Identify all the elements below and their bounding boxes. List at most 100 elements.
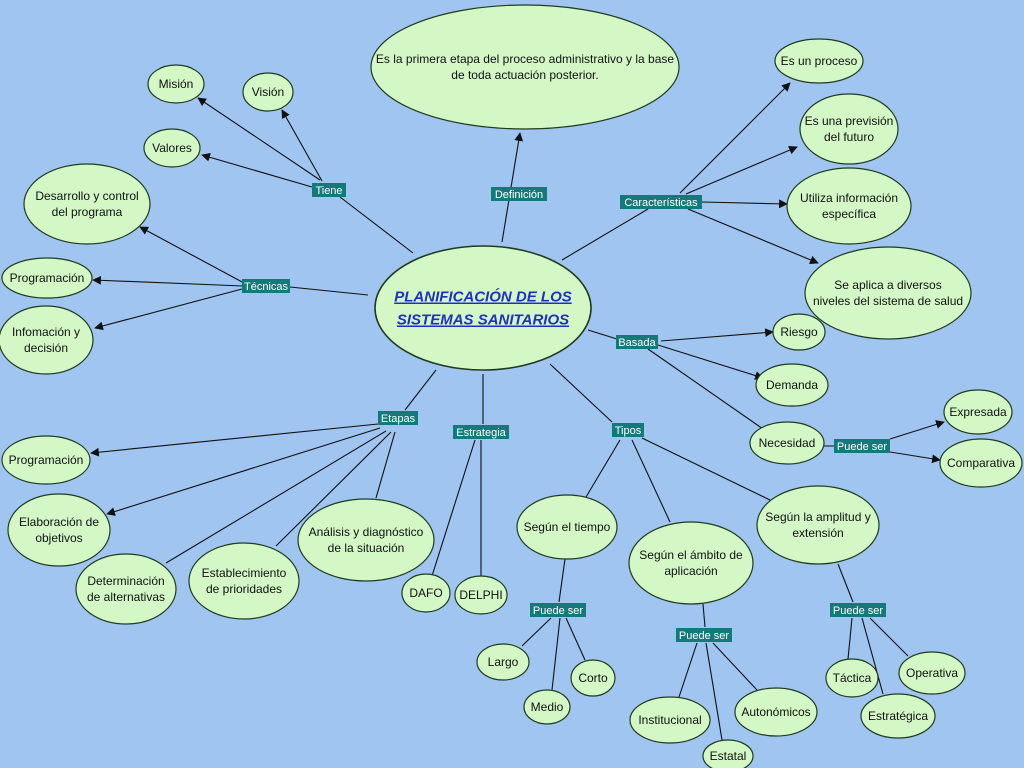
- link-label-box: [453, 425, 509, 439]
- link-label-box: [834, 439, 890, 453]
- node-segun-tiempo: Según el tiempo: [516, 494, 618, 560]
- node-label-line-1: Comparativa: [947, 456, 1015, 470]
- connector-32: [631, 439, 671, 523]
- node-shape: [860, 693, 936, 739]
- node-expresada: Expresada: [943, 389, 1013, 435]
- node-label-line-2: del futuro: [824, 130, 874, 144]
- node-label-line-1: Institucional: [638, 713, 701, 727]
- link-label-text: Características: [624, 197, 698, 209]
- node-shape: [570, 659, 616, 697]
- node-es-proceso: Es un proceso: [774, 38, 864, 84]
- node-institucional: Institucional: [629, 696, 711, 744]
- node-label-line-1: Valores: [152, 141, 192, 155]
- node-shape: [1, 435, 91, 485]
- link-label-text: Tiene: [315, 185, 342, 197]
- node-shape: [939, 438, 1023, 488]
- connector-6: [679, 82, 791, 194]
- link-label-text: Puede ser: [833, 605, 883, 617]
- node-shape: [943, 389, 1013, 435]
- node-label-line-1: DELPHI: [459, 588, 502, 602]
- node-shape: [749, 421, 825, 465]
- link-label-text: Tipos: [615, 425, 642, 437]
- node-programacion-tec: Programación: [1, 257, 93, 299]
- node-shape: [804, 246, 972, 340]
- link-label-basada: Basada: [616, 335, 658, 349]
- node-label-line-1: Expresada: [949, 405, 1007, 419]
- node-label-line-1: Estatal: [710, 749, 747, 763]
- node-label-line-1: Riesgo: [780, 325, 818, 339]
- connector-25: [275, 431, 392, 547]
- node-shape: [7, 493, 111, 567]
- node-shape: [799, 93, 899, 165]
- node-corto: Corto: [570, 659, 616, 697]
- connector-28: [431, 439, 476, 577]
- node-label-line-1: Es una previsión: [805, 114, 894, 128]
- connector-10: [289, 286, 369, 296]
- link-label-caracteristicas: Características: [620, 195, 702, 209]
- node-delphi: DELPHI: [454, 575, 508, 615]
- node-label-line-2: SISTEMAS SANITARIOS: [397, 312, 569, 329]
- node-shape: [188, 542, 300, 620]
- node-shape: [370, 4, 680, 130]
- link-label-text: Puede ser: [837, 441, 887, 453]
- node-label-line-1: Análisis y diagnóstico: [309, 525, 424, 539]
- connector-5: [561, 208, 649, 261]
- connector-39: [678, 642, 698, 698]
- node-label-line-1: Medio: [531, 700, 564, 714]
- node-riesgo: Riesgo: [772, 313, 826, 351]
- node-label-line-2: específica: [822, 207, 876, 221]
- connector-19: [889, 420, 945, 440]
- connector-37: [565, 617, 586, 661]
- connector-13: [94, 288, 243, 331]
- connector-11: [139, 226, 245, 284]
- node-autonomicos: Autonómicos: [734, 687, 818, 737]
- node-valores: Valores: [143, 128, 201, 168]
- connector-20: [889, 451, 941, 464]
- node-shape: [756, 485, 880, 565]
- connector-lines: [90, 82, 945, 741]
- node-label-line-1: Largo: [488, 655, 519, 669]
- node-shape: [786, 167, 912, 245]
- connector-34: [558, 558, 566, 603]
- connector-2: [281, 109, 323, 182]
- connector-35: [521, 617, 552, 647]
- node-label-line-1: Corto: [578, 671, 608, 685]
- node-operativa: Operativa: [898, 651, 966, 695]
- node-shape: [523, 689, 571, 725]
- link-label-tipos: Tipos: [612, 423, 644, 437]
- link-label-tiene: Tiene: [312, 183, 346, 197]
- link-label-text: Técnicas: [244, 281, 289, 293]
- node-shape: [772, 313, 826, 351]
- node-label-line-1: Necesidad: [759, 436, 816, 450]
- connector-14: [587, 329, 618, 340]
- node-label-line-1: Operativa: [906, 666, 958, 680]
- node-vision: Visión: [242, 72, 294, 112]
- node-estrategica: Estratégica: [860, 693, 936, 739]
- connector-7: [685, 146, 798, 195]
- node-label-line-1: Desarrollo y control: [35, 189, 138, 203]
- node-label-line-1: Infomación y: [12, 325, 80, 339]
- node-shape: [297, 498, 435, 582]
- node-label-line-1: DAFO: [409, 586, 442, 600]
- link-label-puede-ser-necesidad: Puede ser: [834, 439, 890, 453]
- link-label-definicion: Definición: [491, 187, 547, 201]
- node-label-line-2: aplicación: [664, 564, 717, 578]
- link-label-box: [312, 183, 346, 197]
- node-dafo: DAFO: [401, 573, 451, 613]
- link-label-puede-ser-ambito: Puede ser: [676, 628, 732, 642]
- node-shape: [516, 494, 618, 560]
- link-label-box: [620, 195, 702, 209]
- link-label-box: [676, 628, 732, 642]
- node-definicion-text: Es la primera etapa del proceso administ…: [370, 4, 680, 130]
- link-label-box: [530, 603, 586, 617]
- link-label-tecnicas: Técnicas: [242, 279, 290, 293]
- node-shape: [755, 363, 829, 407]
- connector-30: [549, 363, 613, 423]
- connector-38: [702, 603, 706, 628]
- connector-16: [657, 344, 764, 380]
